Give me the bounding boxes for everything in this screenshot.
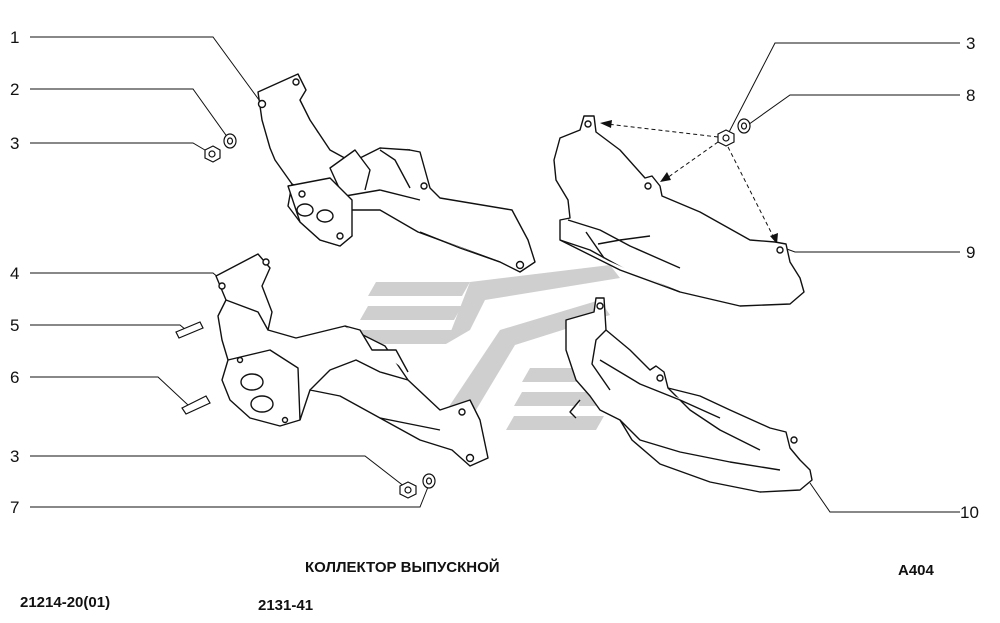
- callout-label-7: 7: [10, 498, 20, 517]
- lower-manifold: [215, 253, 489, 467]
- engine-model: 2131-41: [258, 597, 314, 614]
- vehicle-model: 21214-20(01): [20, 594, 111, 611]
- assembly-arrows: [606, 123, 775, 239]
- callout-label-1: 1: [10, 28, 20, 47]
- callout-label-8: 8: [966, 86, 976, 105]
- studs: [175, 321, 211, 415]
- callout-label-3-lower: 3: [10, 447, 20, 466]
- callout-label-9: 9: [966, 243, 976, 262]
- callout-label-3-right: 3: [966, 34, 976, 53]
- callout-label-4: 4: [10, 264, 20, 283]
- lower-heat-shield: [565, 297, 813, 493]
- callout-label-2: 2: [10, 80, 20, 99]
- nuts-washers-left: [204, 133, 436, 499]
- diagram-title: КОЛЛЕКТОР ВЫПУСКНОЙ: [305, 559, 500, 576]
- arrow-heads: [600, 120, 778, 244]
- leader-lines: [30, 36, 960, 513]
- callout-label-3-upper: 3: [10, 134, 20, 153]
- callout-label-6: 6: [10, 368, 20, 387]
- callout-label-5: 5: [10, 316, 20, 335]
- callout-label-10: 10: [960, 503, 979, 522]
- nuts-washers-right: [717, 118, 751, 147]
- diagram-code: A404: [898, 562, 934, 579]
- upper-heat-shield: [553, 115, 805, 307]
- watermark-logo: [352, 265, 620, 430]
- upper-manifold: [257, 73, 536, 273]
